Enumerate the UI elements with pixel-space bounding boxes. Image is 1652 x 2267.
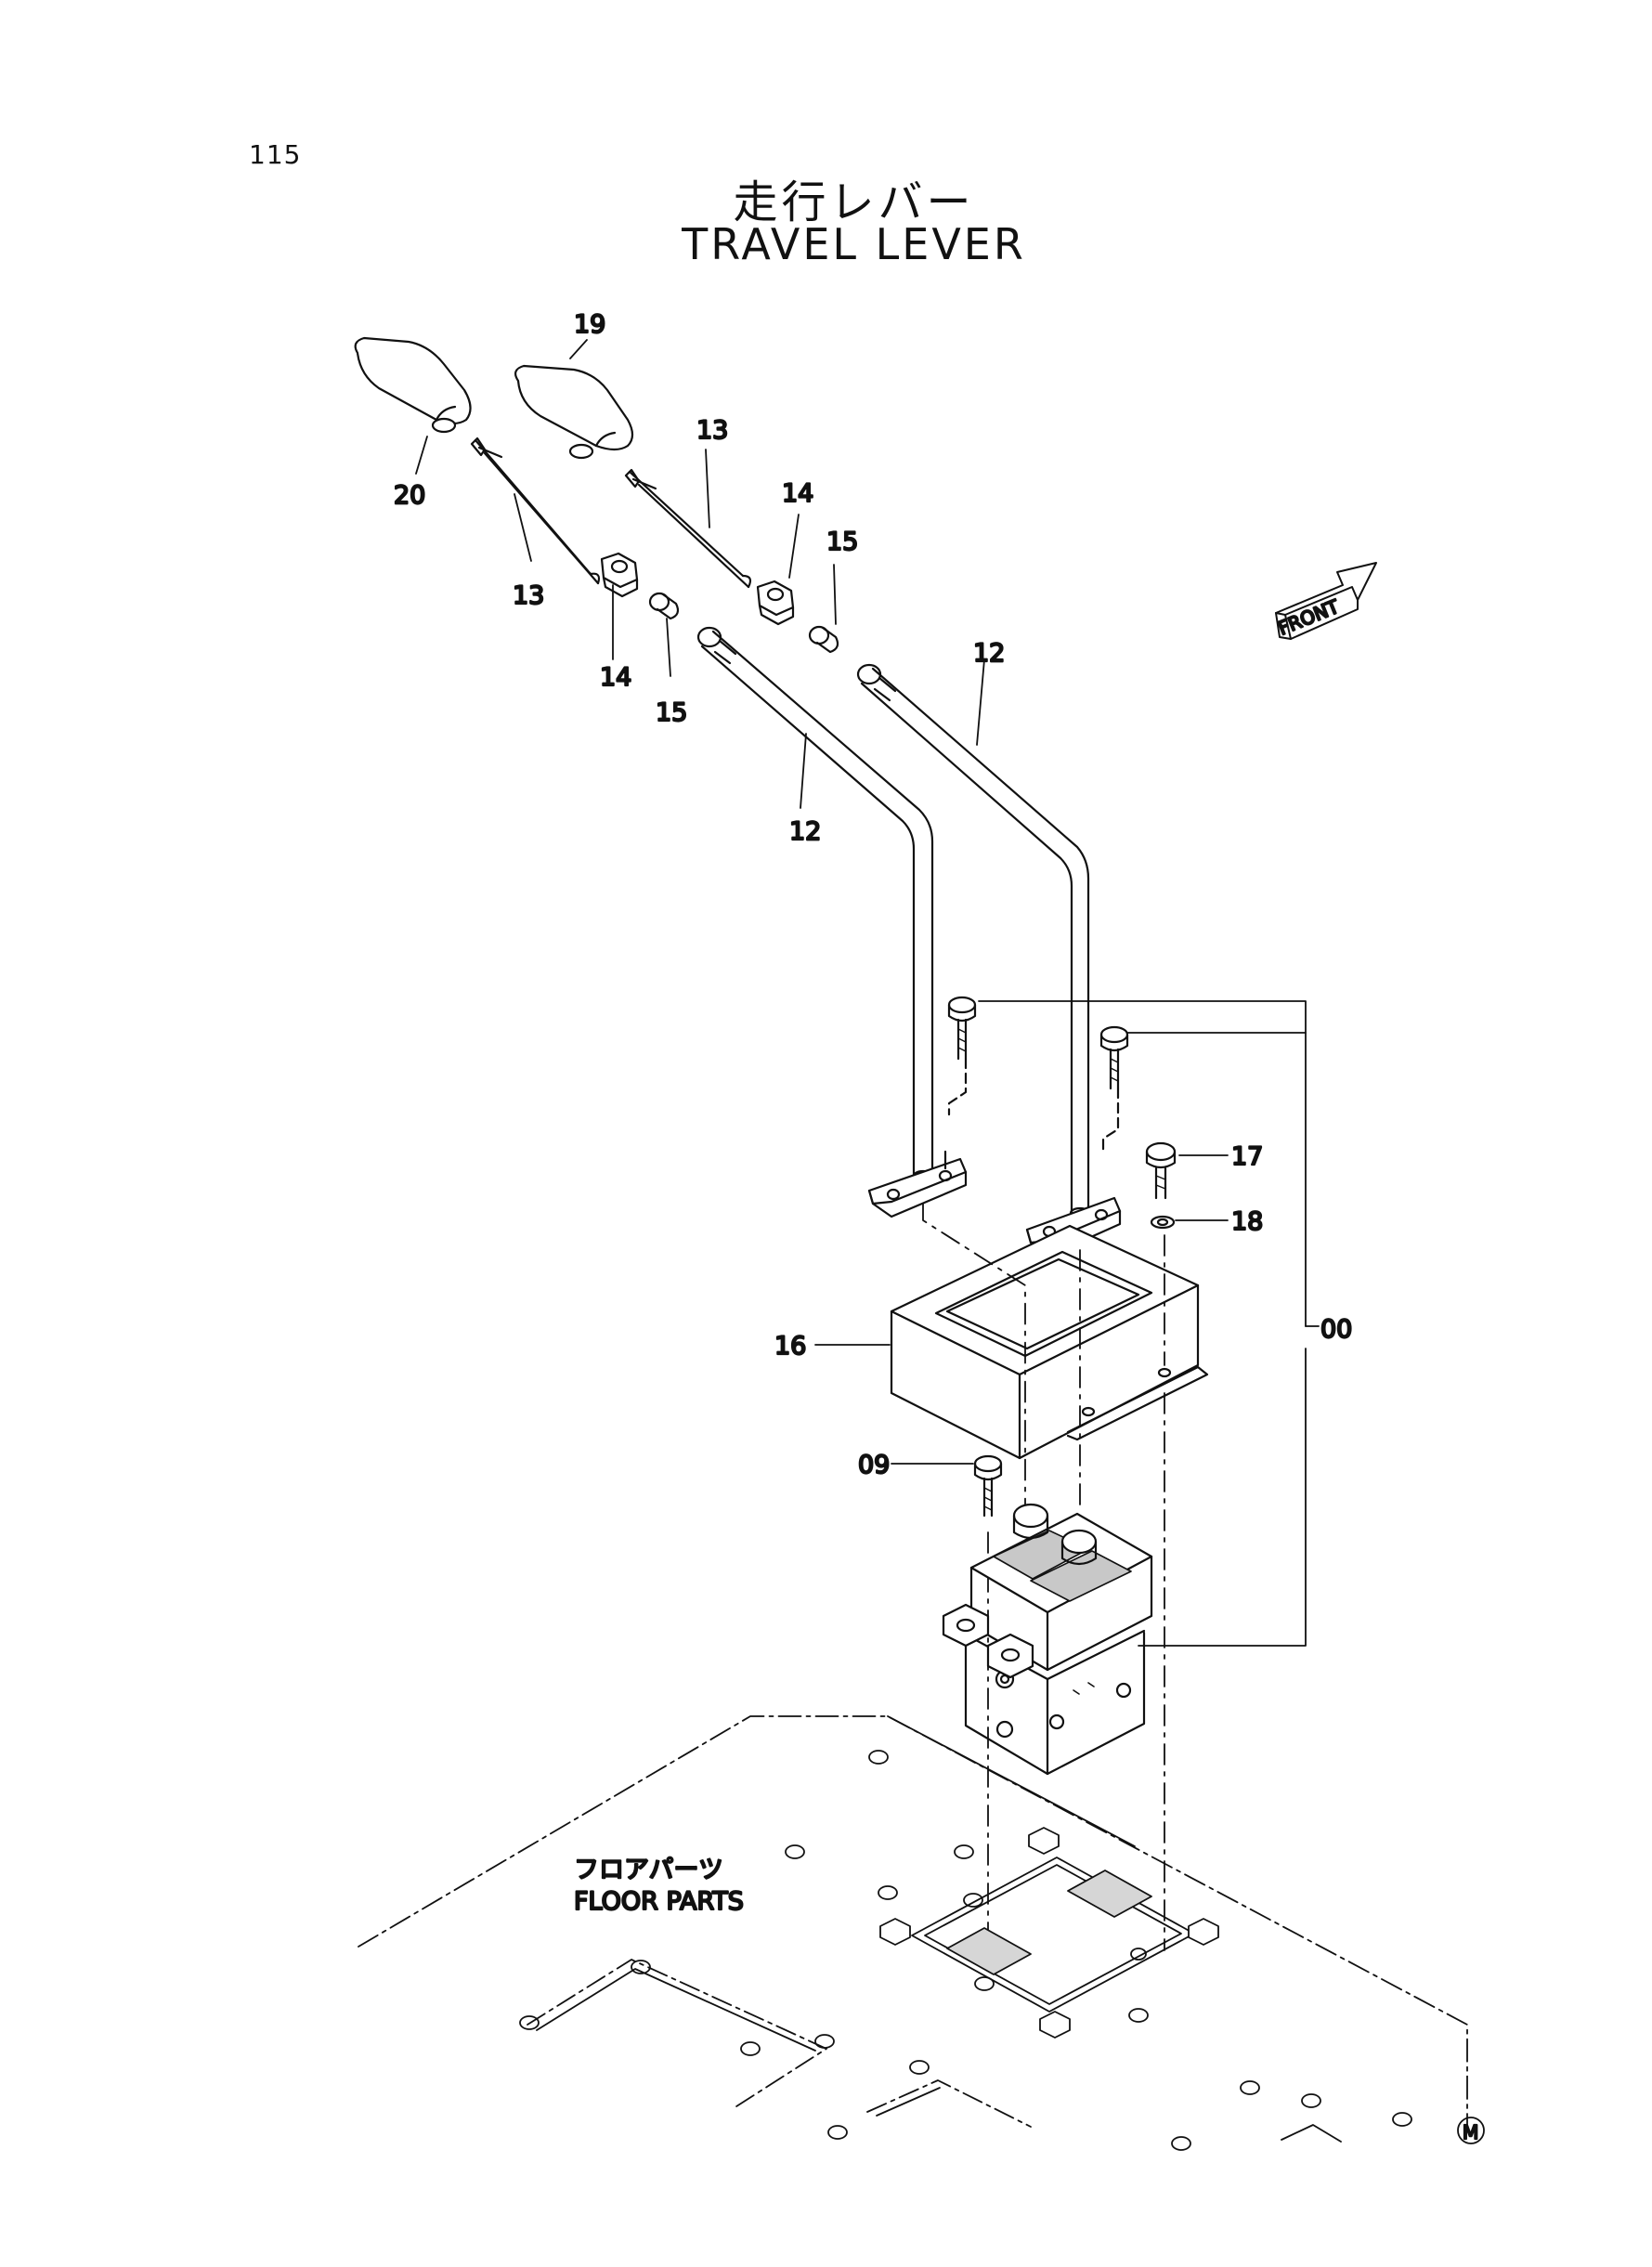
knob-20	[354, 336, 472, 434]
page-number: 115	[249, 139, 302, 170]
nut-14-right	[756, 580, 795, 626]
rod-13-left	[470, 436, 601, 585]
callout-14-lower: 14	[600, 663, 631, 692]
floor-plate	[358, 1715, 1468, 2151]
bracket-plate-left	[867, 1150, 968, 1218]
rod-13-right	[624, 468, 752, 589]
front-arrow-icon	[1275, 562, 1377, 640]
spacer-15-left	[648, 592, 680, 620]
nut-14-left	[600, 552, 639, 598]
callout-14-upper: 14	[782, 479, 813, 508]
callout-00: 00	[1320, 1315, 1352, 1344]
corner-mark-text: M	[1463, 2121, 1478, 2143]
pilot-valve	[942, 1503, 1153, 1776]
knob-19	[514, 364, 634, 460]
lever-12-left	[696, 626, 934, 1182]
title-english: TRAVEL LEVER	[682, 219, 1026, 269]
assembly-lines	[922, 1203, 1165, 1951]
lever-12-right	[856, 663, 1091, 1219]
bolt-upper-right	[1099, 1025, 1129, 1153]
title-japanese: 走行レバー	[733, 176, 975, 228]
spacer-15-right	[808, 625, 839, 654]
corner-mark-circle	[1457, 2117, 1485, 2144]
washer-18	[1150, 1215, 1176, 1230]
callout-12-upper: 12	[973, 639, 1005, 668]
callout-12-lower: 12	[789, 817, 821, 846]
callout-13-lower: 13	[513, 581, 544, 610]
floor-parts-label-japanese: フロアパーツ	[574, 1856, 723, 1884]
callout-15-lower: 15	[656, 698, 687, 727]
floor-parts-label-english: FLOOR PARTS	[574, 1887, 744, 1916]
bolt-09	[973, 1454, 1003, 1518]
cover-16	[890, 1224, 1209, 1460]
callout-19: 19	[574, 310, 605, 339]
bolt-upper-left	[947, 996, 977, 1116]
leader-lines	[415, 339, 1320, 1647]
callout-20: 20	[394, 481, 425, 510]
callout-16: 16	[774, 1332, 806, 1361]
bolt-17	[1145, 1141, 1177, 1200]
callout-15-upper: 15	[826, 528, 858, 556]
callout-13-upper: 13	[696, 416, 728, 445]
callout-09: 09	[858, 1451, 890, 1479]
callout-18: 18	[1231, 1207, 1263, 1236]
callout-17: 17	[1231, 1142, 1263, 1171]
